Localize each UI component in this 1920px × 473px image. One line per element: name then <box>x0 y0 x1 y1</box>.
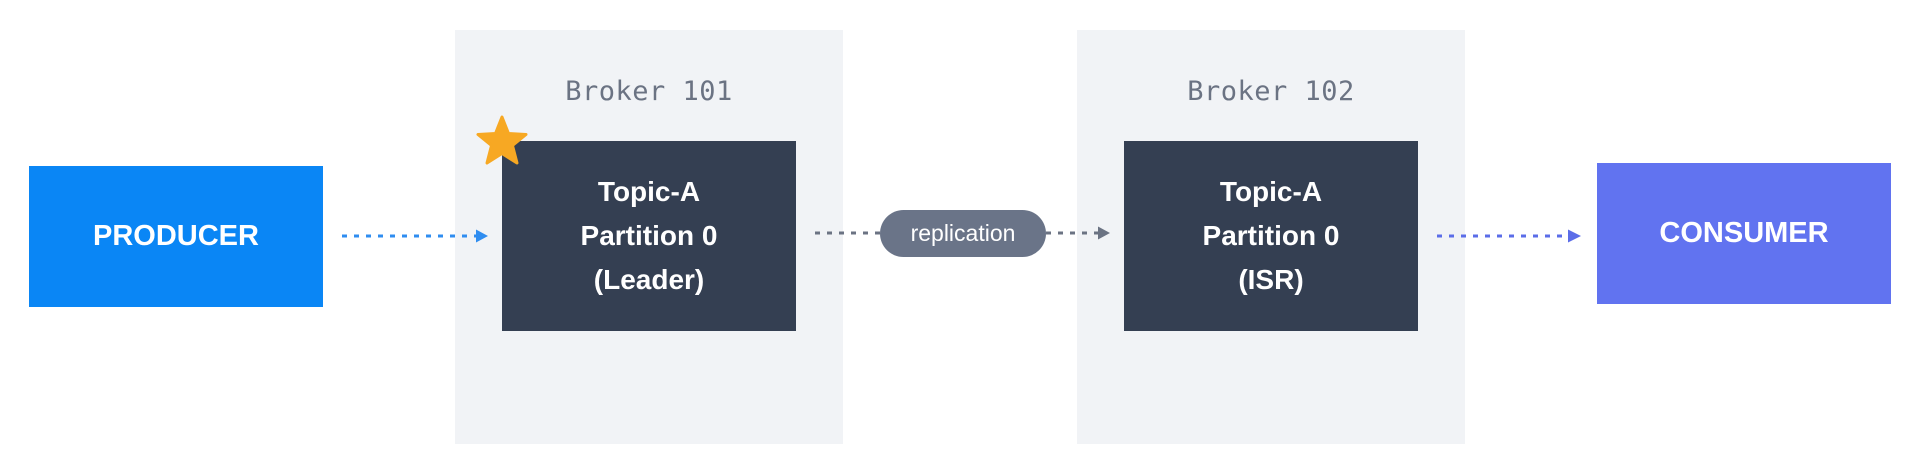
broker-101-title: Broker 101 <box>565 75 733 107</box>
replication-arrow <box>815 226 1110 240</box>
partition-number-label: Partition 0 <box>1202 220 1340 251</box>
partition-leader-box: Topic-A Partition 0 (Leader) <box>502 141 796 331</box>
partition-role-label: (Leader) <box>593 264 705 295</box>
partition-topic-label: Topic-A <box>597 176 701 207</box>
producer-arrow <box>342 229 488 243</box>
partition-number-label: Partition 0 <box>580 220 718 251</box>
producer-box: PRODUCER <box>29 166 323 307</box>
consumer-box: CONSUMER <box>1597 163 1891 304</box>
replication-label: replication <box>880 210 1046 257</box>
consumer-arrow <box>1437 229 1581 243</box>
broker-102-title: Broker 102 <box>1187 75 1355 107</box>
partition-topic-label: Topic-A <box>1219 176 1323 207</box>
star-icon <box>476 115 528 165</box>
partition-role-label: (ISR) <box>1238 264 1304 295</box>
partition-isr-box: Topic-A Partition 0 (ISR) <box>1124 141 1418 331</box>
